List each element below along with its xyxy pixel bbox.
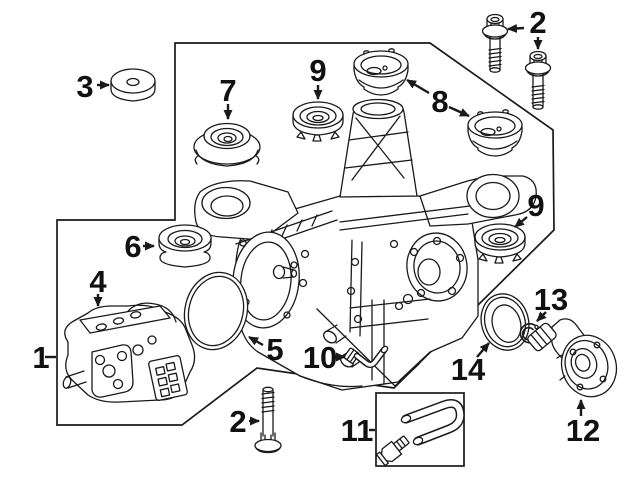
part-14-seal <box>480 293 530 351</box>
callout-label-10: 10 <box>303 340 337 375</box>
callout-label-11: 11 <box>341 413 374 448</box>
part-11-bleeder-valve <box>375 435 410 467</box>
part-2-bolt-top-a <box>481 13 509 73</box>
callout-label-12: 12 <box>566 413 600 448</box>
callout-label-13: 13 <box>534 282 568 317</box>
part-2-bolt-top-b <box>524 50 552 110</box>
part-10-elbow-fitting <box>343 345 389 368</box>
part-9-mount-right <box>474 223 526 264</box>
callout-label-6: 6 <box>124 229 141 264</box>
part-4-actuator <box>62 302 196 403</box>
callout-label-2-top: 2 <box>529 5 546 40</box>
callout-label-14: 14 <box>451 352 486 387</box>
callout-label-3: 3 <box>76 69 93 104</box>
part-3-cap <box>110 68 156 102</box>
callout-label-5: 5 <box>266 332 283 367</box>
callout-label-9-top: 9 <box>309 53 326 88</box>
part-1-assembly-outline <box>56 42 555 426</box>
callout-label-4: 4 <box>89 264 107 299</box>
housing-differential <box>194 98 537 391</box>
callout-label-2-bottom: 2 <box>229 404 246 439</box>
part-6-mount <box>158 224 212 268</box>
callout-label-7: 7 <box>219 73 236 108</box>
part-5-o-ring <box>183 271 249 351</box>
part-9-mount-top <box>292 101 344 142</box>
part-7-mount <box>193 122 261 167</box>
callout-arrows <box>45 23 586 432</box>
part-8-mount-a <box>353 48 409 96</box>
part-12-flange <box>527 318 618 398</box>
part-8-mount-b <box>467 109 523 157</box>
part-11-hose <box>375 399 465 467</box>
callout-label-9-right: 9 <box>527 188 544 223</box>
callout-label-8: 8 <box>431 84 448 119</box>
part-2-bolt-bottom <box>254 386 282 454</box>
callout-label-1: 1 <box>32 340 49 375</box>
part-11-kit-box <box>375 392 465 467</box>
